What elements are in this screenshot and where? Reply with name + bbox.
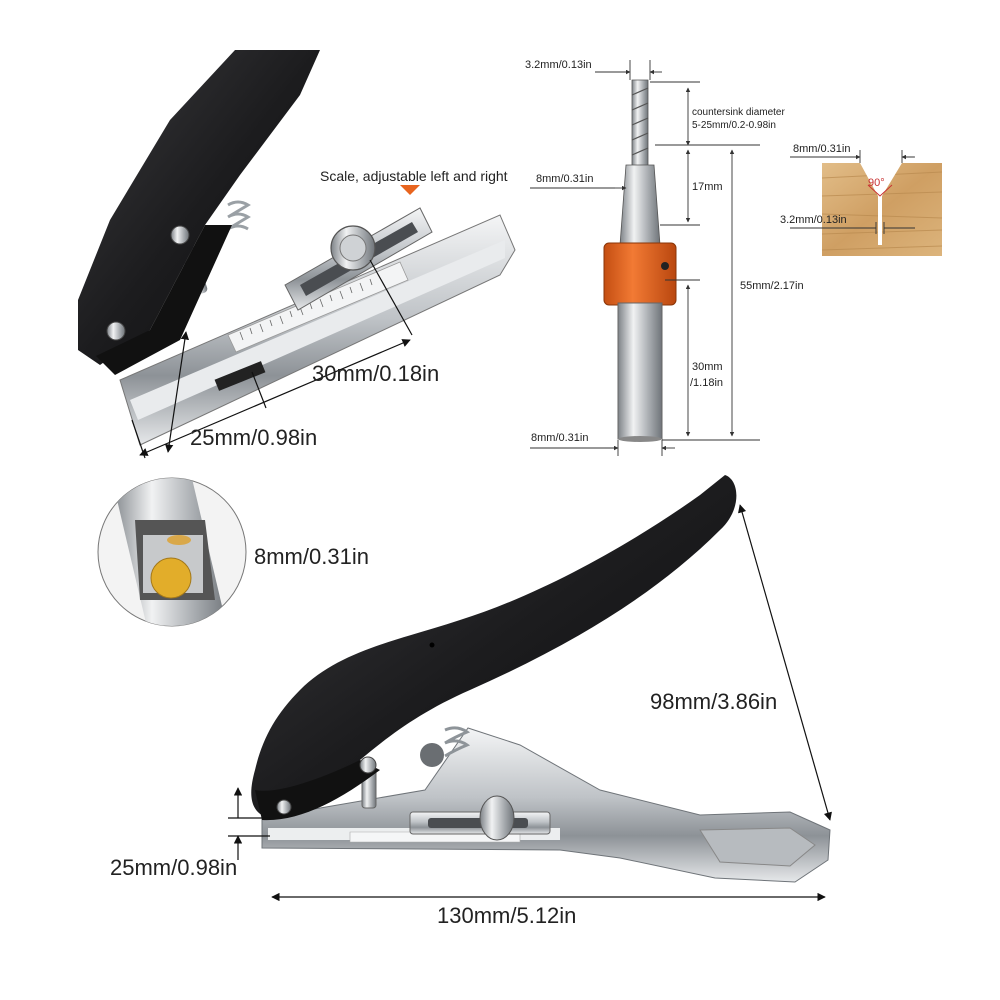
wood-dimension-lines xyxy=(790,150,915,234)
drill-total-length-label: 55mm/2.17in xyxy=(740,280,804,292)
drill-shank-length-value: 30mm xyxy=(692,361,723,373)
countersink-drill-bit xyxy=(603,79,677,442)
scale-adjustable-note: Scale, adjustable left and right xyxy=(320,168,508,184)
bottom-punch-full xyxy=(251,475,831,883)
wood-angle-label: 90° xyxy=(868,177,885,189)
top-punch-depth-label: 25mm/0.98in xyxy=(190,425,318,450)
drill-flute-length-label: 17mm xyxy=(692,181,723,193)
drill-tip-diameter-label: 3.2mm/0.13in xyxy=(525,59,592,71)
wood-countersink-detail xyxy=(821,163,943,256)
overall-length-label: 130mm/5.12in xyxy=(437,903,577,928)
countersink-diameter-title: countersink diameter xyxy=(692,107,785,118)
top-punch-dimensions xyxy=(131,259,413,459)
throat-depth-label: 25mm/0.98in xyxy=(110,855,238,880)
drill-shank-diameter-label: 8mm/0.31in xyxy=(531,432,589,444)
top-punch-closeup xyxy=(78,50,516,446)
scale-pointer-icon xyxy=(400,185,420,195)
countersink-diameter-range: 5-25mm/0.2-0.98in xyxy=(692,120,776,131)
bottom-punch-dimensions xyxy=(228,504,832,902)
top-punch-length-label: 30mm/0.18in xyxy=(312,361,440,386)
drill-shank-length-inch: /1.18in xyxy=(690,377,724,389)
handle-length-label: 98mm/3.86in xyxy=(650,689,778,714)
wood-hole-width-label: 3.2mm/0.13in xyxy=(780,214,847,226)
hole-detail-circle xyxy=(97,477,247,627)
drill-collar-diameter-label: 8mm/0.31in xyxy=(536,173,594,185)
drill-dimension-lines xyxy=(530,60,760,456)
detail-hole-size-label: 8mm/0.31in xyxy=(254,544,369,569)
wood-top-width-label: 8mm/0.31in xyxy=(793,143,851,155)
